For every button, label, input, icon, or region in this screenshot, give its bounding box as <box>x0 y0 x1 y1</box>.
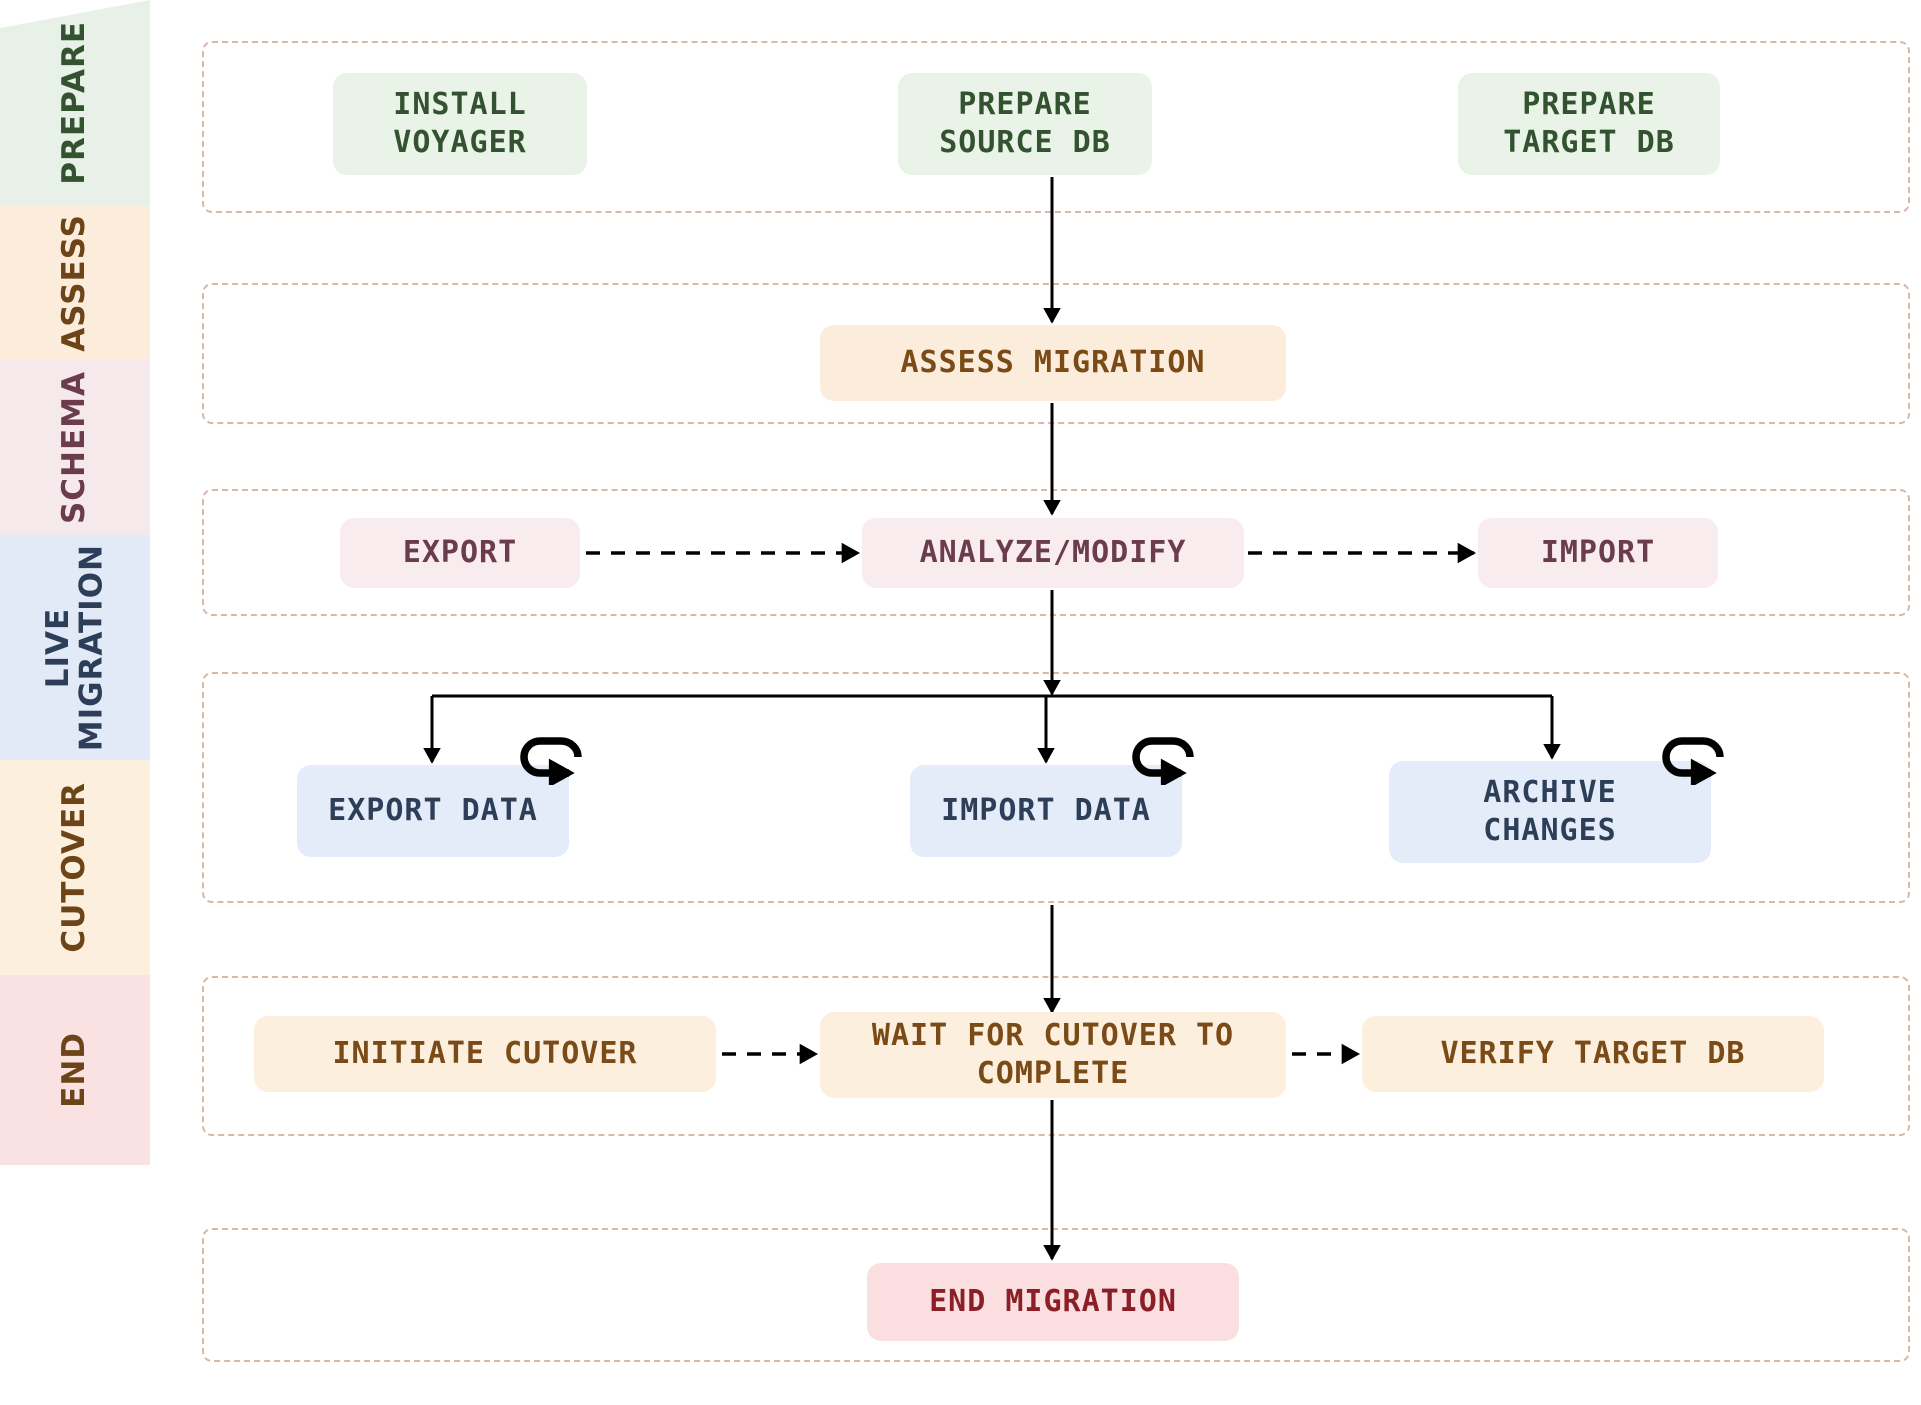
phase-band-end: END <box>0 975 150 1165</box>
node-label: VERIFY TARGET DB <box>1440 1035 1746 1071</box>
node-label: PREPARE TARGET DB <box>1503 86 1675 160</box>
node-label: IMPORT DATA <box>941 792 1151 828</box>
phase-container-live-row <box>202 672 1910 903</box>
loop-icon <box>1129 727 1201 788</box>
node-assess-migration[interactable]: ASSESS MIGRATION <box>820 325 1286 401</box>
node-label: EXPORT <box>402 534 518 570</box>
node-install-voyager[interactable]: INSTALL VOYAGER <box>333 73 587 175</box>
phase-container-prepare-row <box>202 41 1910 213</box>
node-label: EXPORT DATA <box>328 792 538 828</box>
node-verify-target-db[interactable]: VERIFY TARGET DB <box>1362 1016 1824 1092</box>
phase-label-assess: ASSESS <box>56 213 93 352</box>
phase-ribbon: PREPARE ASSESS SCHEMA LIVE MIGRATION CUTOVER… <box>0 0 150 1405</box>
phase-label-live: LIVE MIGRATION <box>39 543 109 752</box>
node-export-data[interactable]: EXPORT DATA <box>297 765 569 857</box>
node-label: END MIGRATION <box>929 1283 1177 1319</box>
node-prepare-target-db[interactable]: PREPARE TARGET DB <box>1458 73 1720 175</box>
node-archive-changes[interactable]: ARCHIVE CHANGES <box>1389 761 1711 863</box>
node-schema-export[interactable]: EXPORT <box>340 518 580 588</box>
phase-band-live: LIVE MIGRATION <box>0 535 150 760</box>
node-end-migration[interactable]: END MIGRATION <box>867 1263 1239 1341</box>
node-schema-import[interactable]: IMPORT <box>1478 518 1718 588</box>
phase-container-end-row <box>202 1228 1910 1362</box>
phase-label-end: END <box>56 1032 93 1108</box>
phase-band-schema: SCHEMA <box>0 360 150 535</box>
phase-label-cutover: CUTOVER <box>56 782 93 953</box>
node-label: IMPORT <box>1540 534 1656 570</box>
node-label: ASSESS MIGRATION <box>900 344 1206 380</box>
node-prepare-source-db[interactable]: PREPARE SOURCE DB <box>898 73 1152 175</box>
node-label: INSTALL VOYAGER <box>393 86 527 160</box>
node-label: ARCHIVE CHANGES <box>1483 774 1617 848</box>
node-schema-analyze[interactable]: ANALYZE/MODIFY <box>862 518 1244 588</box>
phase-band-assess: ASSESS <box>0 205 150 360</box>
node-import-data[interactable]: IMPORT DATA <box>910 765 1182 857</box>
phase-band-cutover: CUTOVER <box>0 760 150 975</box>
phase-container-assess-row <box>202 283 1910 424</box>
node-label: ANALYZE/MODIFY <box>919 534 1187 570</box>
phase-label-prepare: PREPARE <box>56 20 93 185</box>
node-label: INITIATE CUTOVER <box>332 1035 638 1071</box>
phase-band-prepare: PREPARE <box>0 0 150 205</box>
phase-container-schema-row <box>202 489 1910 616</box>
node-initiate-cutover[interactable]: INITIATE CUTOVER <box>254 1016 716 1092</box>
phase-label-schema: SCHEMA <box>56 370 93 525</box>
loop-icon <box>1659 727 1731 788</box>
node-label: WAIT FOR CUTOVER TO COMPLETE <box>871 1017 1235 1091</box>
node-label: PREPARE SOURCE DB <box>939 86 1111 160</box>
loop-icon <box>517 727 589 788</box>
node-wait-for-cutover[interactable]: WAIT FOR CUTOVER TO COMPLETE <box>820 1012 1286 1098</box>
phase-container-cutover-row <box>202 976 1910 1136</box>
